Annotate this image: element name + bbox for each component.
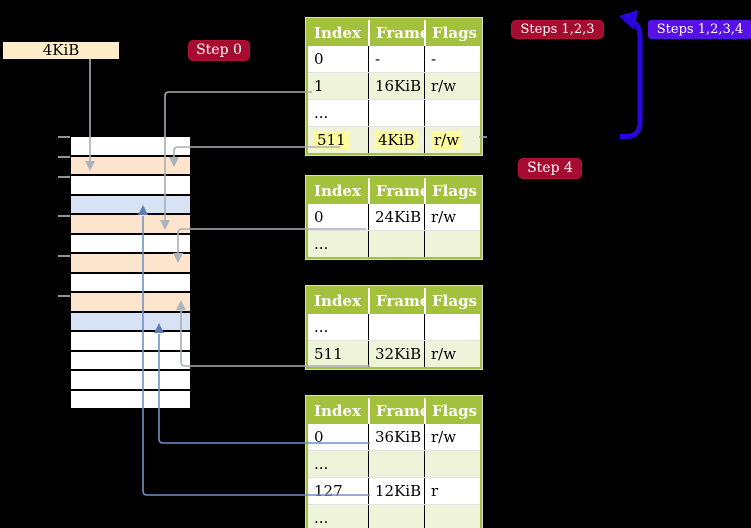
cell-flags: r/w bbox=[424, 204, 480, 230]
cell-flags bbox=[424, 505, 480, 528]
cell-index: ... bbox=[314, 104, 329, 122]
table-header-row: Index Frame Flags bbox=[308, 20, 480, 46]
column-header-frame: Frame bbox=[368, 288, 424, 314]
cell-flags bbox=[424, 314, 480, 340]
cell-frame: 32KiB bbox=[368, 341, 424, 367]
memory-address-tick bbox=[58, 136, 70, 138]
cell-flags: r bbox=[424, 478, 480, 504]
memory-frame-row-16kib bbox=[71, 215, 190, 233]
cell-index: ... bbox=[314, 509, 329, 527]
badge-step-4: Step 4 bbox=[518, 158, 582, 179]
column-header-index: Index bbox=[314, 292, 361, 310]
cell-frame bbox=[368, 314, 424, 340]
table-row-recursive-entry: 511 4KiB r/w bbox=[308, 126, 480, 153]
table-row: ... bbox=[308, 504, 480, 528]
cell-frame bbox=[368, 451, 424, 477]
column-header-index: Index bbox=[314, 182, 361, 200]
column-header-frame: Frame bbox=[368, 20, 424, 46]
table-row: ... bbox=[308, 450, 480, 477]
highlight: 4KiB bbox=[375, 131, 418, 149]
table-header-row: Index Frame Flags bbox=[308, 288, 480, 314]
memory-frame-row-36kib bbox=[71, 312, 190, 331]
highlight: r/w bbox=[431, 131, 463, 149]
memory-address-tick bbox=[58, 156, 70, 158]
page-table-level-3: Index Frame Flags 0 24KiB r/w ... bbox=[306, 176, 482, 259]
column-header-frame: Frame bbox=[368, 398, 424, 424]
cell-index: 0 bbox=[314, 428, 324, 446]
root-pointer-label: 4KiB bbox=[3, 42, 119, 59]
cell-frame: 4KiB bbox=[368, 127, 424, 153]
page-table-level-root: Index Frame Flags 0 - - 1 16KiB r/w ... … bbox=[306, 18, 482, 155]
memory-address-tick bbox=[58, 215, 70, 217]
column-header-frame: Frame bbox=[368, 178, 424, 204]
table-row: ... bbox=[308, 230, 480, 257]
cell-frame: 12KiB bbox=[368, 478, 424, 504]
table-header-row: Index Frame Flags bbox=[308, 178, 480, 204]
memory-frame-row-48kib bbox=[71, 371, 190, 389]
memory-frame-row-28kib bbox=[71, 273, 190, 292]
cell-flags: r/w bbox=[424, 73, 480, 99]
memory-frame-row-40kib bbox=[71, 332, 190, 350]
memory-address-tick bbox=[58, 255, 70, 257]
cell-flags bbox=[424, 100, 480, 126]
cell-index: 0 bbox=[314, 50, 324, 68]
cell-flags: - bbox=[424, 46, 480, 72]
table-row: 511 32KiB r/w bbox=[308, 340, 480, 367]
badge-step-0: Step 0 bbox=[188, 40, 250, 61]
highlight: 511 bbox=[314, 131, 349, 149]
column-header-index: Index bbox=[314, 402, 361, 420]
table-row: 127 12KiB r bbox=[308, 477, 480, 504]
cell-flags bbox=[424, 451, 480, 477]
page-table-level-2: Index Frame Flags ... 511 32KiB r/w bbox=[306, 286, 482, 369]
column-header-flags: Flags bbox=[424, 398, 480, 424]
cell-index: 511 bbox=[308, 127, 368, 153]
badge-steps-1-2-3: Steps 1,2,3 bbox=[511, 20, 604, 39]
memory-frame-row-24kib bbox=[71, 254, 190, 272]
cell-index: 511 bbox=[314, 345, 343, 363]
table-row: ... bbox=[308, 314, 480, 340]
table-row: 0 24KiB r/w bbox=[308, 204, 480, 230]
cell-index: 1 bbox=[314, 77, 324, 95]
memory-frame-row-32kib bbox=[71, 293, 190, 311]
memory-frame-row-20kib bbox=[71, 234, 190, 253]
cell-index: 127 bbox=[314, 482, 343, 500]
memory-frame-row-44kib bbox=[71, 351, 190, 370]
cell-frame: 36KiB bbox=[368, 424, 424, 450]
memory-frame-row-12kib bbox=[71, 195, 190, 214]
cell-flags bbox=[424, 231, 480, 257]
memory-frame-row-52kib bbox=[71, 390, 190, 409]
memory-frame-row-4kib bbox=[71, 156, 190, 175]
column-header-flags: Flags bbox=[424, 20, 480, 46]
cell-frame: 16KiB bbox=[368, 73, 424, 99]
cell-frame bbox=[368, 505, 424, 528]
memory-frame-row-0kib bbox=[71, 137, 190, 155]
memory-address-tick bbox=[58, 295, 70, 297]
cell-frame: 24KiB bbox=[368, 204, 424, 230]
table-header-row: Index Frame Flags bbox=[308, 398, 480, 424]
cell-flags: r/w bbox=[424, 341, 480, 367]
cell-index: ... bbox=[314, 318, 329, 336]
table-row: 1 16KiB r/w bbox=[308, 72, 480, 99]
badge-steps-1-2-3-4: Steps 1,2,3,4 bbox=[648, 20, 751, 39]
cell-index: 0 bbox=[314, 208, 324, 226]
cell-index: ... bbox=[314, 455, 329, 473]
memory-frame-row-8kib bbox=[71, 176, 190, 194]
cell-frame: - bbox=[368, 46, 424, 72]
column-header-flags: Flags bbox=[424, 288, 480, 314]
cell-frame bbox=[368, 231, 424, 257]
column-header-flags: Flags bbox=[424, 178, 480, 204]
column-header-index: Index bbox=[314, 24, 361, 42]
table-row: 0 36KiB r/w bbox=[308, 424, 480, 450]
table-row: 0 - - bbox=[308, 46, 480, 72]
cell-flags: r/w bbox=[424, 127, 480, 153]
cell-flags: r/w bbox=[424, 424, 480, 450]
page-table-level-1: Index Frame Flags 0 36KiB r/w ... 127 12… bbox=[306, 396, 482, 528]
arrow-recursive-loop bbox=[619, 10, 643, 139]
memory-address-tick bbox=[58, 176, 70, 178]
cell-index: ... bbox=[314, 235, 329, 253]
cell-frame bbox=[368, 100, 424, 126]
table-row: ... bbox=[308, 99, 480, 126]
